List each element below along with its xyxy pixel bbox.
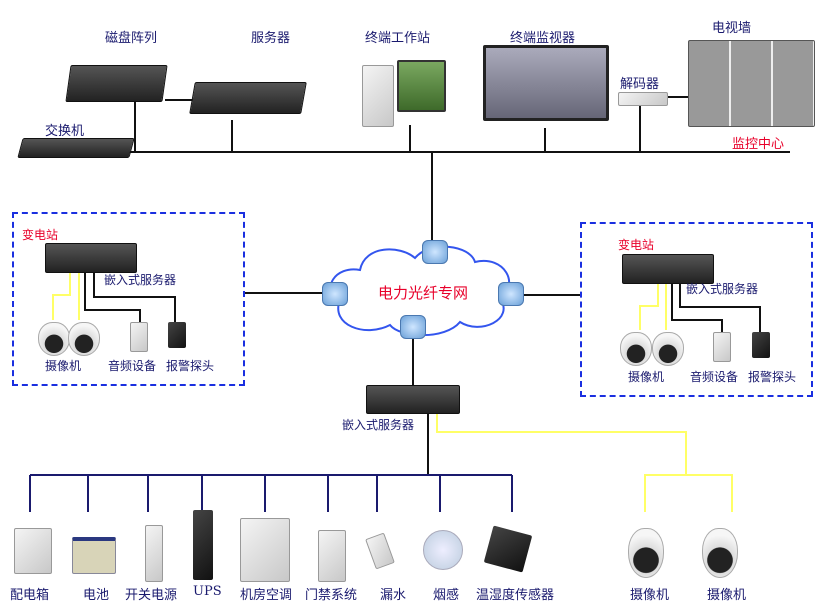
fiber-network-cloud [329, 245, 511, 337]
air-conditioner-icon [240, 518, 290, 582]
device-label: 配电箱 [10, 588, 50, 603]
server-label: 服务器 [251, 31, 291, 46]
ups-icon [193, 510, 213, 580]
embedded-server-label: 嵌入式服务器 [104, 273, 177, 287]
substation-right [580, 222, 813, 397]
disk-array-label: 磁盘阵列 [105, 31, 158, 46]
access-control-icon [318, 530, 346, 582]
router-icon [400, 315, 426, 339]
monitoring-center-title: 监控中心 [732, 137, 785, 152]
distribution-box-icon [14, 528, 52, 574]
camera-icon [652, 332, 684, 366]
device-label: 门禁系统 [305, 588, 358, 603]
alarm-detector-label: 报警探头 [748, 370, 797, 384]
embedded-server-label: 嵌入式服务器 [686, 282, 759, 296]
alarm-detector-icon [168, 322, 186, 348]
device-label: 电池 [83, 588, 110, 603]
camera-icon [702, 528, 738, 578]
router-icon [422, 240, 448, 264]
tv-wall-icon [688, 40, 815, 127]
audio-device-icon [130, 322, 148, 352]
camera-label: 摄像机 [628, 370, 665, 384]
alarm-detector-icon [752, 332, 770, 358]
workstation-tower-icon [362, 65, 394, 127]
device-label: 开关电源 [125, 588, 178, 603]
camera-icon [628, 528, 664, 578]
embedded-server-icon [366, 385, 460, 414]
camera-label: 摄像机 [707, 588, 747, 603]
camera-icon [38, 322, 70, 356]
substation-title: 变电站 [618, 238, 655, 252]
router-icon [322, 282, 348, 306]
decoder-label: 解码器 [620, 77, 660, 92]
device-label: UPS [193, 584, 222, 599]
substation-left [12, 212, 245, 386]
audio-device-label: 音频设备 [690, 370, 739, 384]
network-label: 电力光纤专网 [378, 284, 469, 302]
camera-icon [68, 322, 100, 356]
device-label: 漏水 [380, 588, 407, 603]
monitor-icon [483, 45, 609, 121]
server-icon [189, 82, 307, 114]
device-label: 烟感 [433, 588, 460, 603]
disk-array-icon [65, 65, 168, 102]
device-label: 机房空调 [240, 588, 293, 603]
workstation-label: 终端工作站 [365, 31, 431, 46]
audio-device-icon [713, 332, 731, 362]
workstation-screen-icon [397, 60, 446, 112]
switch-icon [17, 138, 135, 158]
camera-icon [620, 332, 652, 366]
smoke-detector-icon [423, 530, 463, 570]
main-server-label: 嵌入式服务器 [342, 418, 415, 432]
camera-label: 摄像机 [630, 588, 670, 603]
camera-label: 摄像机 [45, 359, 82, 373]
tv-wall-label: 电视墙 [712, 21, 752, 36]
audio-device-label: 音频设备 [108, 359, 157, 373]
alarm-detector-label: 报警探头 [166, 359, 215, 373]
switch-label: 交换机 [45, 124, 85, 139]
battery-icon [72, 537, 116, 574]
embedded-server-icon [45, 243, 137, 273]
router-icon [498, 282, 524, 306]
decoder-icon [618, 92, 668, 106]
device-label: 温湿度传感器 [476, 588, 555, 603]
embedded-server-icon [622, 254, 714, 284]
switching-power-icon [145, 525, 163, 582]
monitor-label: 终端监视器 [510, 31, 576, 46]
substation-title: 变电站 [22, 228, 59, 242]
